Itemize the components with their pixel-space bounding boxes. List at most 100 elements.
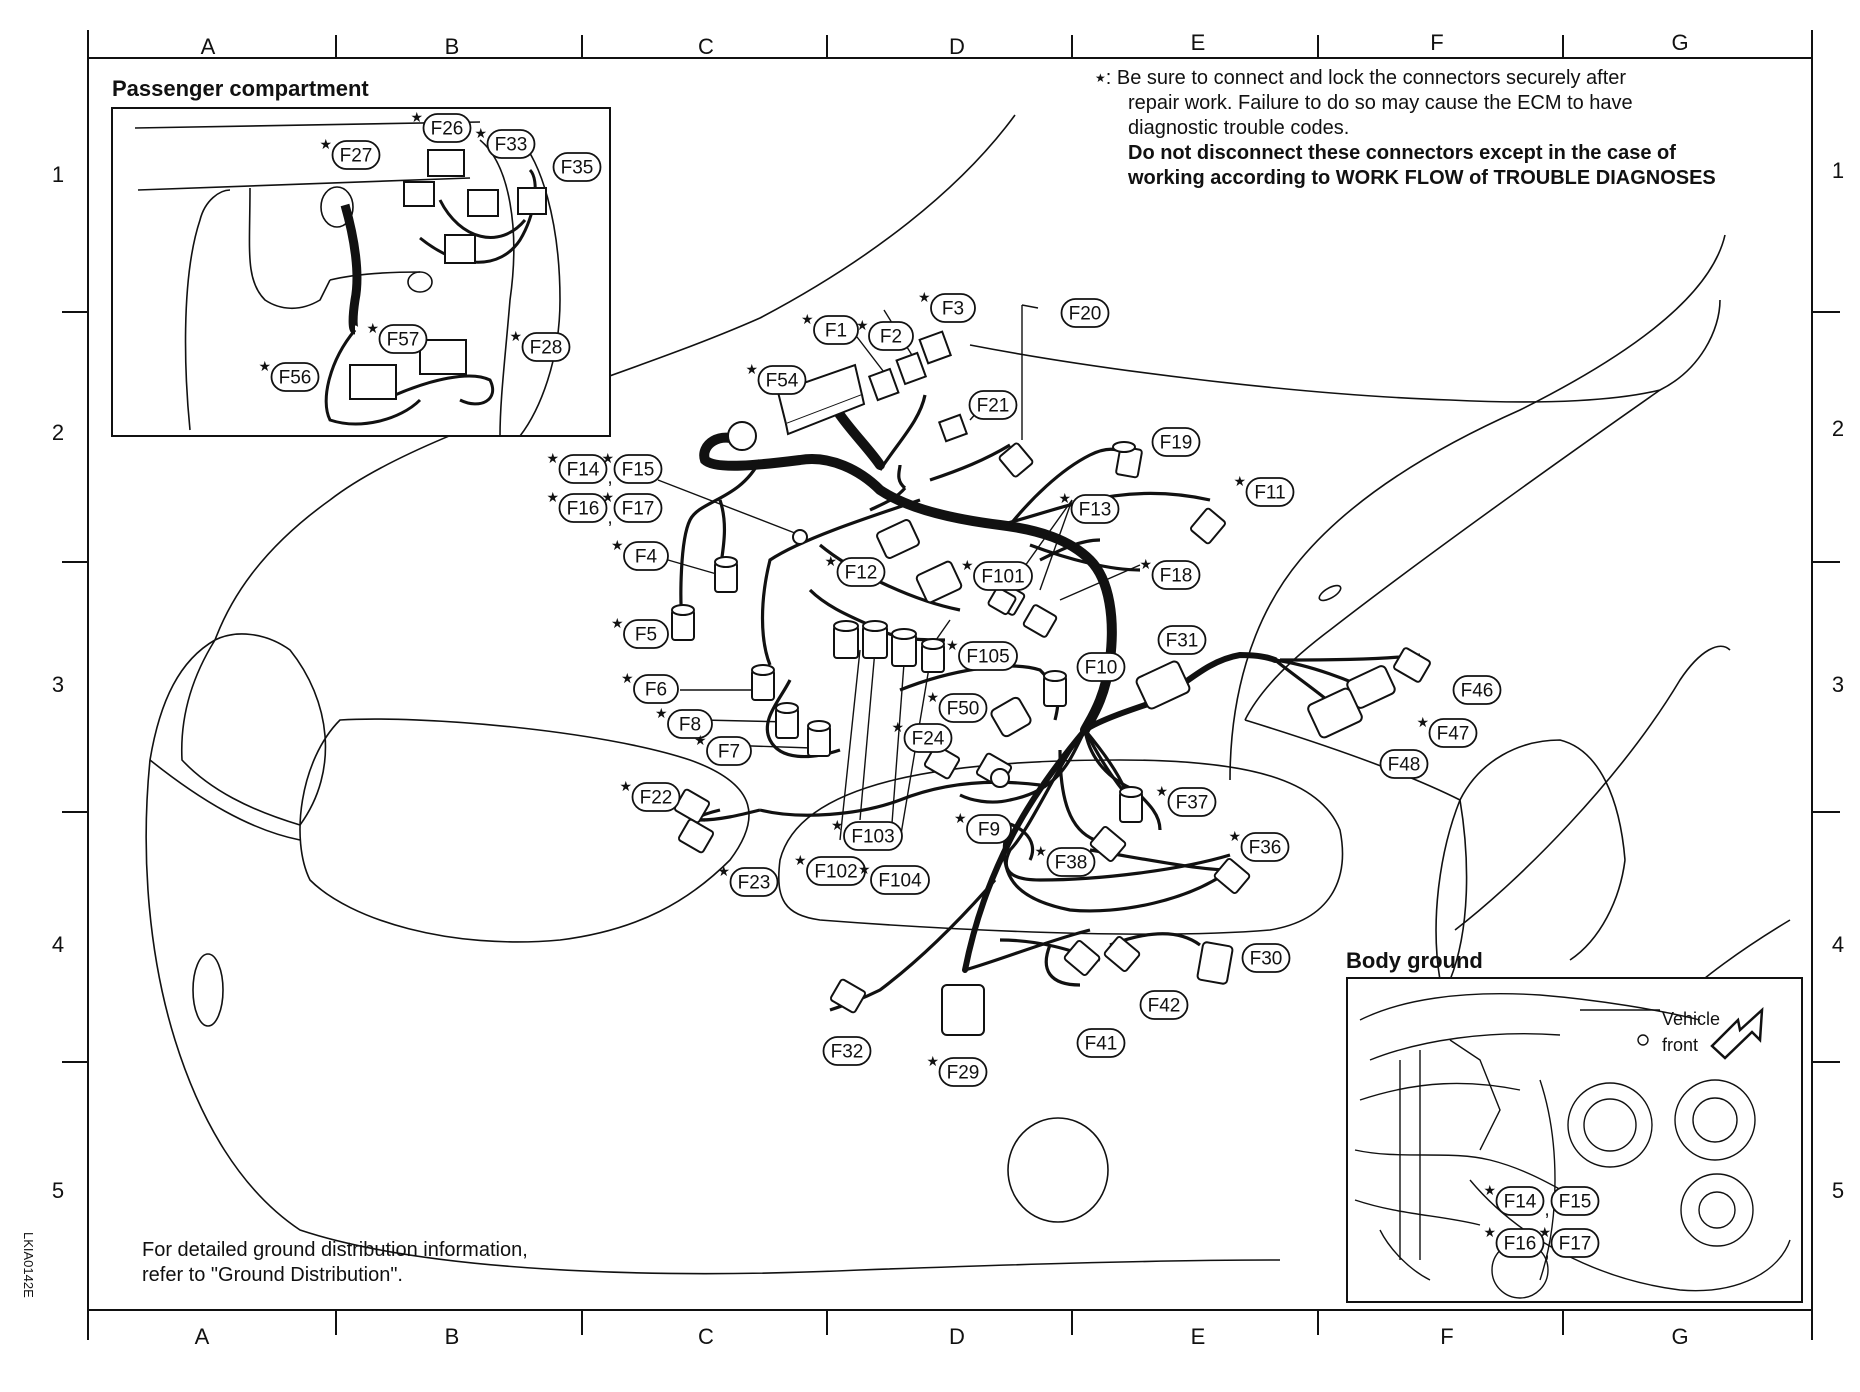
col-label-e-bottom: E: [1191, 1324, 1206, 1349]
caution-star-icon: ★: [1156, 784, 1169, 800]
connector-label-pill: [958, 641, 1018, 671]
caution-star-icon: ★: [794, 853, 807, 869]
connector-label-pill: [1151, 560, 1201, 590]
connector-label-pill: [822, 1036, 872, 1066]
label-separator-comma: ,: [607, 508, 612, 529]
connector-label-text: F47: [1437, 724, 1470, 745]
caution-star-icon: ★: [801, 312, 814, 328]
plug-f38: [1089, 826, 1127, 862]
plug-f105: [921, 638, 945, 673]
connector-label-pill: [973, 561, 1033, 591]
label-separator-comma: ,: [607, 468, 612, 489]
plug-f11: [1190, 507, 1226, 545]
connector-label-pill: [806, 856, 866, 886]
connector-label-text: F9: [978, 820, 1000, 841]
connector-label-text: F103: [851, 827, 894, 848]
connector-f3-body: [918, 330, 953, 365]
row-label-5-right: 5: [1832, 1178, 1844, 1203]
connector-label-pill: [938, 693, 988, 723]
connector-label-f54: F54★: [746, 362, 807, 395]
connector-label-f5: F5★: [611, 616, 669, 649]
caution-star-icon: ★: [547, 490, 560, 506]
connector-label-text: F41: [1085, 1034, 1118, 1055]
connector-label-f37: F37 ★: [1156, 784, 1217, 817]
connector-label-pill: [1452, 675, 1502, 705]
connector-label-text: F4: [635, 547, 658, 568]
caution-star-icon: ★: [1059, 491, 1072, 507]
connector-label-text: F37: [1176, 793, 1209, 814]
plug-f7: [807, 720, 831, 757]
connector-label-f8: F8★: [655, 706, 713, 739]
connector-label-pill: [1139, 990, 1189, 1020]
connector-label-pill: [270, 362, 320, 392]
connector-label-f47: F47★: [1417, 715, 1478, 748]
connector-label-f15: F15★: [602, 451, 663, 484]
main-harness-trunk: [699, 407, 1117, 735]
connector-label-pill: [813, 315, 859, 345]
caution-star-icon: ★: [1035, 844, 1048, 860]
caution-star-icon: ★: [1229, 829, 1242, 845]
connector-label-text: F57: [387, 330, 420, 351]
caution-star-icon: ★: [367, 321, 380, 337]
image-code: LKIA0142E: [21, 1232, 36, 1298]
connector-label-f1: F1★: [801, 312, 859, 345]
col-label-d: D: [949, 34, 965, 59]
connector-label-text: F2: [880, 327, 902, 348]
caution-star-icon: ★: [858, 862, 871, 878]
connector-label-pill: [729, 867, 779, 897]
caution-star-icon: ★: [927, 1054, 940, 1070]
connector-f48-body: [1307, 687, 1363, 739]
connector-label-text: F30: [1250, 949, 1283, 970]
col-label-a-bottom: A: [195, 1324, 210, 1349]
connector-label-f104: F104★: [858, 862, 930, 895]
col-label-g: G: [1671, 30, 1688, 55]
connector-label-f105: F105★: [946, 638, 1018, 671]
caution-star-icon: ★: [259, 359, 272, 375]
connector-label-pill: [968, 390, 1018, 420]
caution-star-icon: ★: [1484, 1225, 1497, 1241]
connector-label-text: F7: [718, 742, 740, 763]
vehicle-front-arrow-icon: [1710, 1006, 1764, 1060]
vehicle-front-label: Vehicle front: [1662, 1006, 1720, 1058]
connector-label-f24: F24★: [892, 720, 953, 753]
row-labels-right: 1 2 3 4 5: [1832, 158, 1844, 1203]
connector-label-pill: [422, 113, 472, 143]
plug-f20: [998, 442, 1034, 478]
connector-label-f6: F6★: [621, 671, 679, 704]
connector-label-f19: F19: [1151, 427, 1201, 457]
connector-label-text: F13: [1079, 500, 1112, 521]
connector-label-pill: [1428, 718, 1478, 748]
connector-label-f16: F16★: [547, 490, 608, 523]
caution-star-icon: ★: [746, 362, 759, 378]
row-label-4: 4: [52, 932, 64, 957]
caution-star-icon: ★: [718, 864, 731, 880]
col-label-c-bottom: C: [698, 1324, 714, 1349]
body-ground-title: Body ground: [1346, 948, 1483, 973]
row-label-4-right: 4: [1832, 932, 1844, 957]
connector-label-f46: F46: [1452, 675, 1502, 705]
row-label-2-right: 2: [1832, 416, 1844, 441]
caution-star-icon: ★: [655, 706, 668, 722]
connector-label-pill: [558, 493, 608, 523]
connector-f21-body: [937, 413, 969, 443]
col-label-f: F: [1430, 30, 1443, 55]
col-label-e: E: [1191, 30, 1206, 55]
connector-label-f11: F11★: [1234, 474, 1295, 507]
connector-label-text: F56: [279, 368, 312, 389]
ground-note-line-1: For detailed ground distribution informa…: [142, 1239, 528, 1261]
connector-label-text: F102: [814, 862, 857, 883]
connector-label-pill: [1046, 847, 1096, 877]
connector-label-f13: F13 ★: [1059, 491, 1120, 524]
connector-label-f36: F36★: [1229, 829, 1290, 862]
caution-star-icon: ★: [1484, 1183, 1497, 1199]
connector-label-f17: F17★: [602, 490, 663, 523]
connector-bodies: [776, 330, 1396, 1036]
connector-label-text: F23: [738, 873, 771, 894]
connector-label-text: F105: [966, 647, 1009, 668]
connector-label-text: F16: [1504, 1234, 1537, 1255]
connector-label-pill: [613, 454, 663, 484]
connector-f50-body: [990, 696, 1032, 738]
caution-star-icon: ★: [602, 490, 615, 506]
connector-label-f17: F17★: [1539, 1225, 1600, 1258]
connector-label-f102: F102 ★: [794, 853, 866, 886]
